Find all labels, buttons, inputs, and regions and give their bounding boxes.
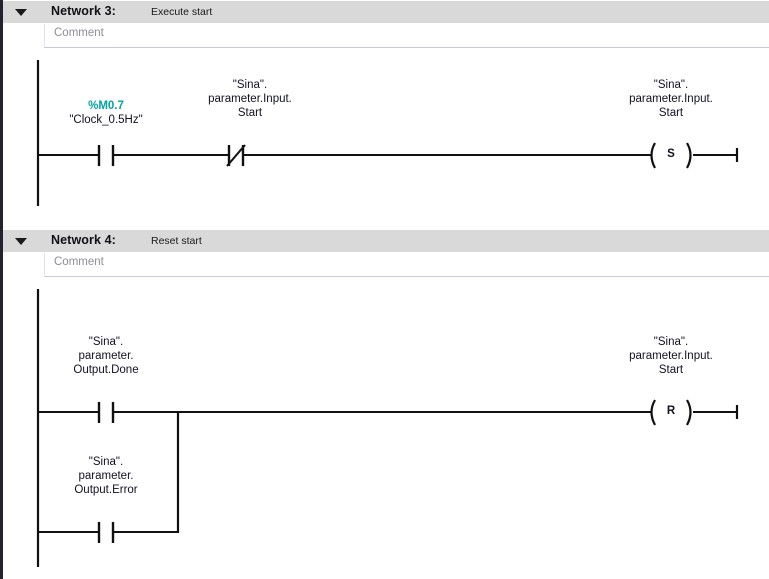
triangle-down-icon [15,238,27,245]
network-4-header: Network 4: Reset start [3,229,769,252]
network-4-comment-placeholder: Comment [54,256,104,268]
network-3-comment-placeholder: Comment [54,27,104,39]
triangle-down-icon [15,9,27,16]
network-3-ladder: %M0.7 "Clock_0.5Hz" "Sina". parameter.In… [3,48,769,228]
network-4-comment-field[interactable]: Comment [44,253,769,275]
network-4-comment-separator [44,276,769,277]
coil-set-letter: S [667,148,675,160]
coil-arc-right [686,142,692,169]
coil-arc-left [650,399,656,426]
network-3-rung-graphics [36,60,739,206]
network-3-title: Execute start [151,6,213,18]
network-4-rung-graphics [36,289,739,567]
coil-arc-right [686,399,692,426]
network-3-header: Network 3: Execute start [3,0,769,23]
coil-reset-letter: R [666,405,676,417]
window-left-edge [0,0,3,579]
network-4-title: Reset start [151,235,202,247]
network-4-ladder: "Sina". parameter. Output.Done "Sina". p… [3,277,769,577]
contact-nc-slash [226,144,246,167]
coil-arc-left [650,142,656,169]
network-block-3: Network 3: Execute start Comment [3,0,769,229]
network-3-comment-field[interactable]: Comment [44,24,769,46]
network-4-label: Network 4: [51,233,116,247]
network-block-4: Network 4: Reset start Comment [3,229,769,579]
network-3-collapse-toggle[interactable] [11,1,33,23]
network-3-label: Network 3: [51,4,116,18]
network-4-collapse-toggle[interactable] [11,230,33,252]
network-3-comment-separator [44,47,769,48]
